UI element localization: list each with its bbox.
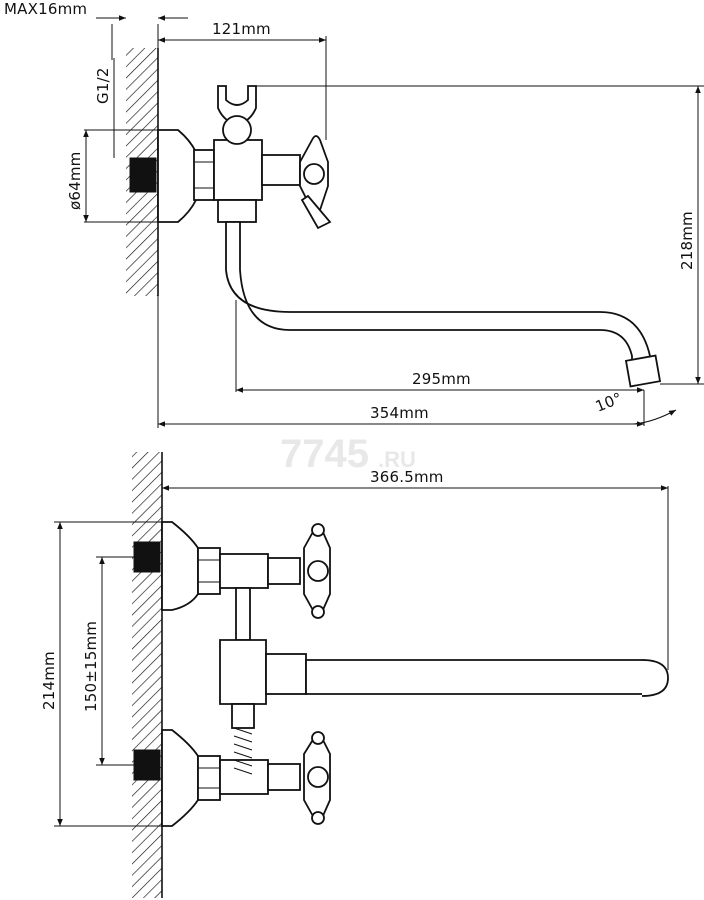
dim-label-64: ø64mm [66,152,84,211]
flange-lower-bottom [161,729,199,827]
spring-hose [233,727,253,775]
wall-pipe-top [129,157,157,193]
dim-label-295: 295mm [412,370,471,388]
holder-ring-top [222,115,252,145]
spout-bottom [305,659,665,695]
nut-upper-bottom [197,547,221,595]
mixer-body-top [213,139,263,201]
stem-lower-bottom [267,763,301,791]
handle-arm-top [300,194,332,230]
watermark-main: 7745 [280,432,369,476]
spout-tip-bottom [641,659,669,697]
nut-top [193,149,215,201]
dim-label-366: 366.5mm [370,468,444,486]
handle-cap-top [303,163,325,185]
dim-label-10deg: 10° [593,389,625,416]
dim-arc-10deg [629,409,677,425]
body-lower-bottom [219,759,269,795]
watermark-suffix: .RU [378,447,416,472]
diverter-body [219,639,267,705]
dim-label-150: 150±15mm [82,621,100,712]
body-upper-bottom [219,553,269,589]
riser-upper [235,587,251,641]
dim-label-max16: MAX16mm [4,0,87,18]
flange-upper-bottom [161,521,199,611]
bottom-view: 366.5mm 214mm 150±15mm [40,452,669,898]
handle-stem-top [261,154,301,186]
hose-connector [231,703,255,729]
handle-cap-upper-bottom [307,560,329,582]
wall-pipe-lower [133,749,161,781]
dim-label-214: 214mm [40,651,58,710]
wall-hatch-bottom [132,452,162,898]
diverter-nut [265,653,307,695]
top-view: MAX16mm 121mm G1/2 ø64mm 218mm 295mm 354… [4,0,704,428]
spout-nut-top [217,199,257,223]
shower-holder-top [217,85,257,125]
aerator-top [624,354,662,388]
dim-label-218: 218mm [678,211,696,270]
handle-cap-lower-bottom [307,766,329,788]
dim-label-354: 354mm [370,404,429,422]
wall-pipe-upper [133,541,161,573]
spout-top [225,221,651,364]
watermark: 7745 .RU [280,432,416,476]
dim-label-121: 121mm [212,20,271,38]
dim-label-g12: G1/2 [94,67,112,104]
nut-lower-bottom [197,755,221,801]
flange-top [157,129,197,223]
stem-upper-bottom [267,557,301,585]
